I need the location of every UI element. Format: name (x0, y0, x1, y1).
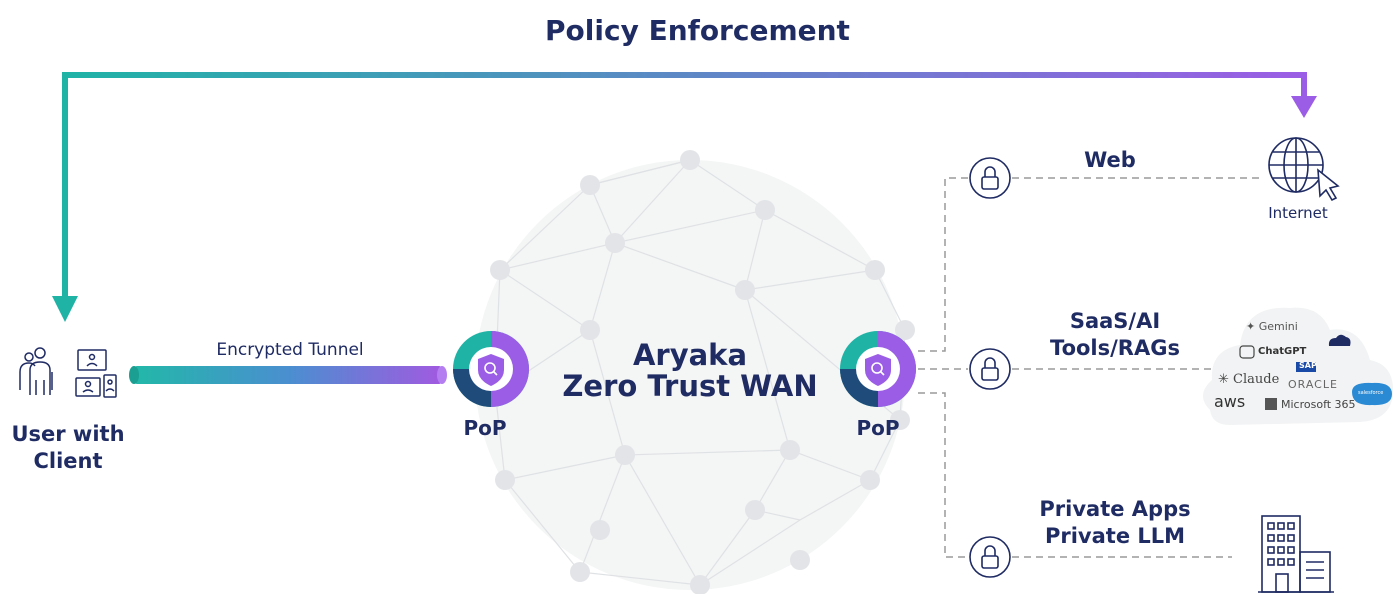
user-with-client-label: User with Client (0, 421, 136, 475)
pop-left-label: PoP (463, 416, 507, 440)
saas-label-line1: SaaS/AI (1069, 309, 1161, 333)
salesforce-logo: salesforce (1358, 390, 1384, 396)
encrypted-tunnel-label: Encrypted Tunnel (216, 340, 364, 360)
chatgpt-logo: ChatGPT (1258, 346, 1307, 357)
web-label: Web (1084, 148, 1136, 172)
lock-icon-private (969, 536, 1011, 578)
saas-label-line2: Tools/RAGs (1050, 336, 1180, 360)
dashed-connectors (918, 177, 1262, 558)
saas-cloud (1202, 307, 1394, 425)
private-label-line1: Private Apps (1039, 497, 1191, 521)
lock-icon-web (969, 157, 1011, 199)
user-label-line2: Client (33, 449, 103, 473)
pop-left-icon (453, 331, 529, 407)
sap-logo: SAP (1299, 361, 1317, 370)
private-apps-label: Private Apps Private LLM (1020, 496, 1210, 550)
microsoft-365-logo: Microsoft 365 (1281, 398, 1356, 411)
page-title: Policy Enforcement (545, 14, 850, 47)
gemini-logo: ✦ Gemini (1246, 320, 1298, 333)
internet-label: Internet (1268, 204, 1328, 222)
pop-right-icon (840, 331, 916, 407)
building-icon (1258, 515, 1334, 593)
internet-globe-icon (1268, 137, 1340, 202)
globe-network (475, 150, 915, 594)
user-label-line1: User with (11, 422, 125, 446)
saas-label: SaaS/AI Tools/RAGs (1030, 308, 1200, 362)
pop-right-label: PoP (856, 416, 900, 440)
user-client-icon (19, 347, 117, 398)
private-label-line2: Private LLM (1044, 524, 1186, 548)
policy-arrow (52, 72, 1317, 322)
aws-logo: aws (1214, 392, 1246, 411)
oracle-logo: ORACLE (1288, 378, 1338, 391)
zero-trust-wan-line1: Aryaka (632, 338, 748, 372)
encrypted-tunnel (129, 366, 447, 384)
zero-trust-wan-line2: Zero Trust WAN (562, 369, 818, 403)
lock-icon-saas (969, 348, 1011, 390)
claude-logo: ✳ Claude (1218, 372, 1280, 387)
zero-trust-wan-label: Aryaka Zero Trust WAN (560, 340, 820, 402)
